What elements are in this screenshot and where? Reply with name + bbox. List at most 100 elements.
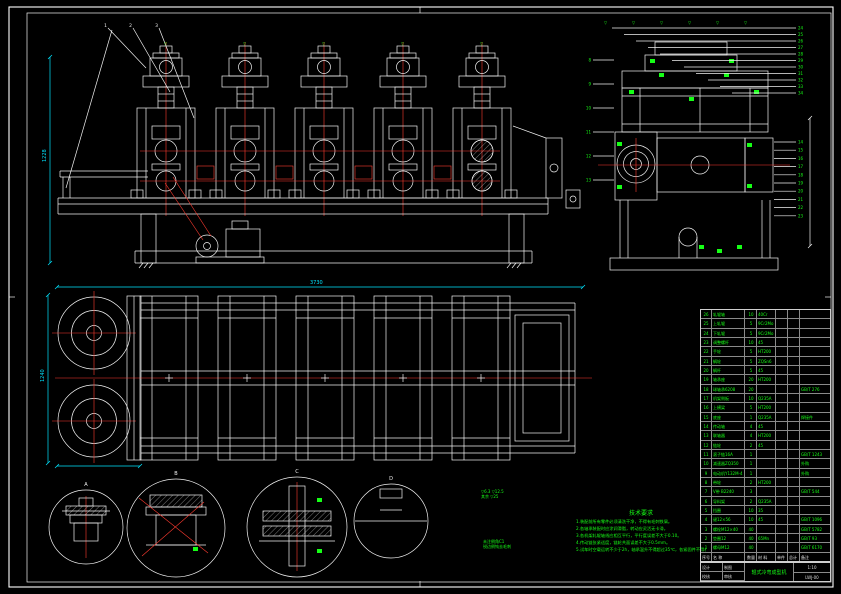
balloon-label: 17 [798,164,804,169]
balloon-label: 14 [798,140,804,145]
bom-cell: 蜗轮 [711,356,744,365]
bom-cell [799,310,830,319]
bom-cell: 45 [756,440,775,449]
dim-plan-length: 3730 [310,280,323,286]
balloon-label: 11 [586,130,592,135]
detail-a-label: A [84,482,88,488]
bom-cell [775,543,787,552]
bom-cell: 21 [703,358,709,364]
bom-cell: 5 [744,366,756,375]
bom-cell: 1 [744,412,756,421]
bom-cell [787,533,799,543]
title-block: 设计 制图 校核 审核 辊式冷弯成型机 1:10 LWJ-00 [700,562,831,582]
balloon-label: 2 [129,23,132,29]
bom-cell: 总计 [787,552,797,561]
bom-cell: 1 [704,545,708,551]
front-elevation-view: 1228 [42,29,581,269]
bom-cell [775,393,787,403]
bom-cell [775,356,787,365]
balloon-label: ▽ [688,20,692,25]
bom-cell [787,496,799,505]
bom-cell [799,366,830,375]
bom-cell: 8 [704,479,708,485]
balloon-label: 19 [798,181,804,186]
balloon-label: 25 [798,32,804,37]
bom-cell: 20 [744,384,756,393]
bom-cell: 11 [703,451,709,457]
highlighted-parts [617,59,759,253]
detail-d: D [353,476,429,559]
roughness-note-line2: 其余 ▽25 [481,494,499,499]
drawing-title: 辊式冷弯成型机 [745,563,794,581]
annotation-leaders: 2425262728293031323334141516171819202122… [104,20,803,218]
bom-cell [787,431,799,440]
role-approve: 审核 [723,572,745,581]
balloon-label: 24 [798,26,804,31]
bom-cell: GB/T 276 [799,384,830,393]
bom-cell [799,393,830,403]
bom-cell: 40Cr [756,310,775,319]
bom-cell [775,338,787,347]
detail-c: C [246,469,348,578]
bom-cell [787,421,799,431]
bom-cell [756,384,775,393]
drawing-number: LWJ-00 [805,574,819,580]
bom-cell: 底座 [711,412,744,421]
bom-cell: 9 [704,470,708,476]
bom-cell: GB/T 1096 [799,515,830,524]
balloon-label: 16 [798,156,804,161]
bom-cell: 垫圈12 [711,533,744,543]
bom-cell [787,459,799,468]
balloon-label: 15 [798,148,804,153]
bom-cell [775,459,787,468]
bom-cell: 带轮 [711,477,744,487]
bom-cell: 13 [703,433,709,439]
bom-cell [787,338,799,347]
bom-cell: 65Mn [756,533,775,543]
bom-cell [787,543,799,552]
bom-cell [787,477,799,487]
bom-cell [775,319,787,328]
bom-cell [799,403,830,412]
bom-cell: 球轴承6208 [711,384,744,393]
balloon-label: 30 [798,65,804,70]
bom-cell: 20 [703,367,709,373]
bom-cell: HT200 [756,375,775,384]
bom-cell [799,347,830,356]
bom-cell: 25 [703,321,709,327]
bom-cell: 40 [744,543,756,552]
bom-cell [775,384,787,393]
roughness-note: ▽6.3 ▽12.5 其余 ▽25 [481,489,504,499]
balloon-label: ▽ [632,20,636,25]
balloon-label: 33 [798,84,804,89]
bom-cell: 机架侧板 [711,393,744,403]
bom-cell: 10 [744,515,756,524]
notes-lines: 1.装配前所有零件必须清洗干净，不得有毛刺铁屑。2.各轴承装配时应涂润滑脂，转动… [576,518,706,553]
bom-cell [775,412,787,421]
detail-views: A B C [48,469,429,578]
bom-cell: GB/T 5782 [799,524,830,533]
section-view [598,41,813,271]
chamfer-note-line1: 未注倒角C1 [483,539,505,544]
dim-elevation-height: 1228 [42,149,48,162]
bom-cell: 2 [744,440,756,449]
balloon-label: 32 [798,78,804,83]
bom-cell [787,384,799,393]
bom-cell: 10 [744,393,756,403]
bom-cell: 14 [703,423,709,429]
role-design: 设计 [701,563,723,572]
bom-cell: Q235A [756,412,775,421]
leader-line [158,27,195,119]
bom-cell: 螺栓M12×40 [711,524,744,533]
balloon-label: 31 [798,71,804,76]
bom-cell: 26 [703,312,709,317]
bom-cell: 上横梁 [711,403,744,412]
balloon-label: 1 [104,23,107,29]
